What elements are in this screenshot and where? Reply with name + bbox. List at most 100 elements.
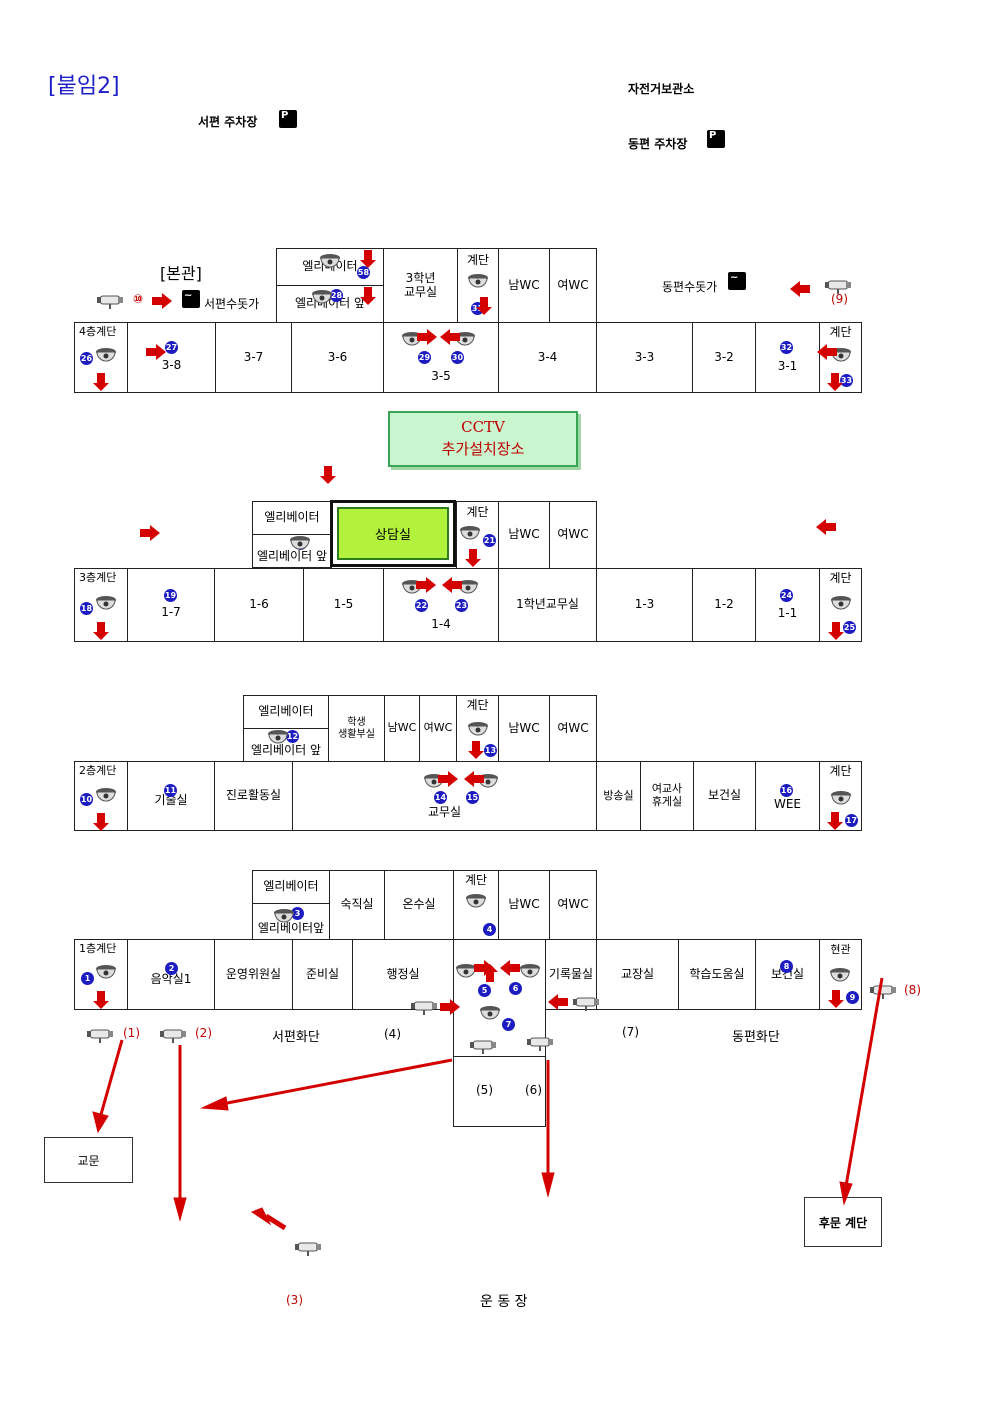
cctv-badge: 14 <box>434 791 447 804</box>
bullet-camera-icon <box>572 997 600 1012</box>
cctv-badge: 17 <box>845 814 858 827</box>
cctv-badge: 5 <box>478 984 491 997</box>
arrow-down-icon <box>476 297 492 315</box>
classroom: 3-8 <box>127 322 216 393</box>
arrow-down-icon <box>465 549 481 567</box>
porch-area <box>453 1009 546 1127</box>
cctv-badge: 16 <box>780 784 793 797</box>
bullet-camera-icon <box>824 280 852 295</box>
arrow-left-icon <box>440 329 460 345</box>
grade3-office: 3학년 교무실 <box>383 248 458 323</box>
grade1-office: 1학년교무실 <box>498 568 597 642</box>
arrow-down-icon <box>360 287 376 305</box>
marker-10: ⑩ <box>133 292 144 306</box>
back-gate-stairs: 후문 계단 <box>804 1197 882 1247</box>
cctv-badge: 19 <box>164 589 177 602</box>
classroom: 3-7 <box>215 322 292 393</box>
cctv-badge: 23 <box>455 599 468 612</box>
camera-label: (6) <box>525 1083 542 1097</box>
mens-wc: 남WC <box>384 695 420 762</box>
broadcast-room: 방송실 <box>596 761 641 831</box>
cctv-badge: 27 <box>165 341 178 354</box>
classroom: 3-5 <box>383 322 499 393</box>
camera-label: (4) <box>384 1027 401 1041</box>
dome-camera-icon <box>459 525 481 540</box>
womens-wc: 여WC <box>549 248 597 323</box>
womens-wc: 여WC <box>549 870 597 940</box>
arrow-down-icon <box>828 622 844 640</box>
cctv-badge: 12 <box>286 730 299 743</box>
prep-room: 준비실 <box>292 939 353 1010</box>
dome-camera-icon <box>455 963 477 978</box>
cctv-badge: 18 <box>80 602 93 615</box>
arrow-down-icon <box>320 466 336 484</box>
arrow-left-icon <box>548 994 568 1010</box>
classroom: 1-1 <box>755 568 820 642</box>
camera-label: (9) <box>831 292 848 306</box>
cctv-badge: 3 <box>291 907 304 920</box>
classroom: 3-3 <box>596 322 693 393</box>
camera-label: (1) <box>123 1026 140 1040</box>
arrow-right-icon <box>146 344 166 360</box>
cctv-badge: 21 <box>483 534 496 547</box>
elevator-front: 엘리베이터앞 <box>252 903 330 940</box>
dome-camera-icon <box>95 347 117 362</box>
cctv-badge: 32 <box>780 341 793 354</box>
camera-label: (5) <box>476 1083 493 1097</box>
main-gate: 교문 <box>44 1137 133 1183</box>
bullet-camera-icon <box>294 1242 322 1257</box>
dome-camera-icon <box>95 964 117 979</box>
dome-camera-icon <box>519 963 541 978</box>
cctv-badge: 15 <box>466 791 479 804</box>
cctv-badge: 30 <box>451 351 464 364</box>
bullet-camera-icon <box>469 1040 497 1055</box>
parking-icon: P <box>279 110 297 128</box>
cctv-badge: 10 <box>80 793 93 806</box>
east-parking-label: 동편 주차장 <box>628 137 688 151</box>
parking-icon: P <box>707 130 725 148</box>
cctv-badge: 33 <box>840 374 853 387</box>
committee-room: 운영위원실 <box>214 939 293 1010</box>
faucet-icon: ~ <box>182 290 200 308</box>
classroom: 1-3 <box>596 568 693 642</box>
arrow-left-icon <box>790 281 810 297</box>
bullet-camera-icon <box>869 985 897 1000</box>
arrow-left-icon <box>816 519 836 535</box>
cctv-badge: 11 <box>164 784 177 797</box>
faucet-icon: ~ <box>728 272 746 290</box>
bullet-camera-icon <box>86 1029 114 1044</box>
cctv-badge: 24 <box>780 589 793 602</box>
elevator: 엘리베이터 <box>243 695 329 729</box>
classroom: 1-7 <box>127 568 215 642</box>
dome-camera-icon <box>830 790 852 805</box>
camera-label: (7) <box>622 1025 639 1039</box>
west-faucet-label: 서편수돗가 <box>204 297 260 311</box>
camera-label: (8) <box>904 983 921 997</box>
dome-camera-icon <box>829 967 851 982</box>
arrow-down-icon <box>93 373 109 391</box>
womens-wc: 여WC <box>549 501 597 569</box>
cctv-badge: 25 <box>843 621 856 634</box>
cctv-badge: 58 <box>357 266 370 279</box>
learning-support-room: 학습도움실 <box>678 939 756 1010</box>
cctv-badge: 13 <box>484 744 497 757</box>
womens-wc: 여WC <box>419 695 457 762</box>
female-teacher-lounge: 여교사 휴게실 <box>640 761 694 831</box>
arrow-down-icon <box>468 741 484 759</box>
dome-camera-icon <box>95 787 117 802</box>
classroom: 3-2 <box>692 322 756 393</box>
cctv-badge: 6 <box>509 982 522 995</box>
dome-camera-icon <box>95 595 117 610</box>
dome-camera-icon <box>311 289 333 304</box>
elevator: 엘리베이터 <box>252 501 332 535</box>
east-garden-label: 동편화단 <box>732 1030 780 1045</box>
mens-wc: 남WC <box>498 870 550 940</box>
dome-camera-icon <box>830 595 852 610</box>
counseling-room: 상담실 <box>330 500 456 567</box>
arrow-right-icon <box>152 293 172 309</box>
bullet-camera-icon <box>159 1029 187 1044</box>
cctv-badge: 26 <box>80 352 93 365</box>
bullet-camera-icon <box>96 295 124 310</box>
cctv-badge: 4 <box>483 923 496 936</box>
